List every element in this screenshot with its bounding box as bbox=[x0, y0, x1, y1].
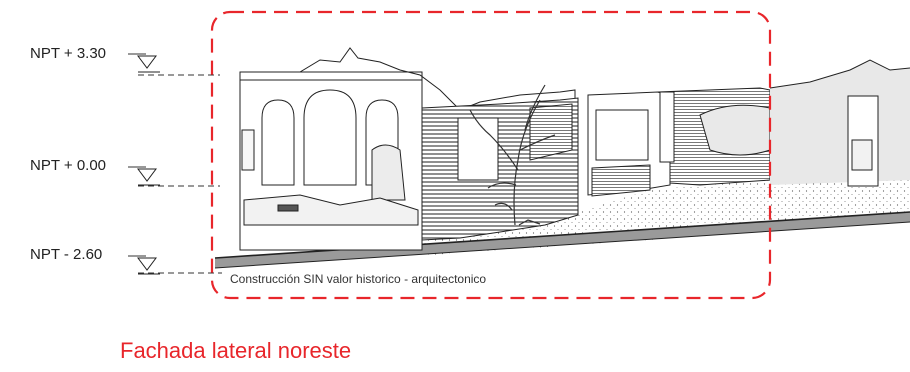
boundary-note: Construcción SIN valor historico - arqui… bbox=[230, 272, 487, 286]
level-marker-icon bbox=[137, 168, 157, 182]
ground-fill bbox=[415, 175, 910, 256]
level-label-top: NPT + 3.30 bbox=[30, 45, 107, 62]
far-right-structure bbox=[769, 59, 910, 187]
drawing-caption: Fachada lateral noreste bbox=[120, 338, 352, 363]
level-label-bottom: NPT - 2.60 bbox=[30, 246, 103, 263]
ruined-blocks-right bbox=[587, 87, 771, 197]
level-marker-icon bbox=[137, 257, 157, 271]
boundary-dashed bbox=[210, 10, 772, 300]
tree-drawing bbox=[469, 84, 556, 226]
level-label-middle: NPT + 0.00 bbox=[30, 157, 107, 174]
hatched-wall-center bbox=[421, 97, 579, 241]
level-leaders bbox=[128, 53, 222, 274]
arched-building bbox=[239, 71, 423, 251]
level-marker-icons bbox=[137, 55, 160, 275]
level-marker-icon bbox=[137, 55, 157, 69]
